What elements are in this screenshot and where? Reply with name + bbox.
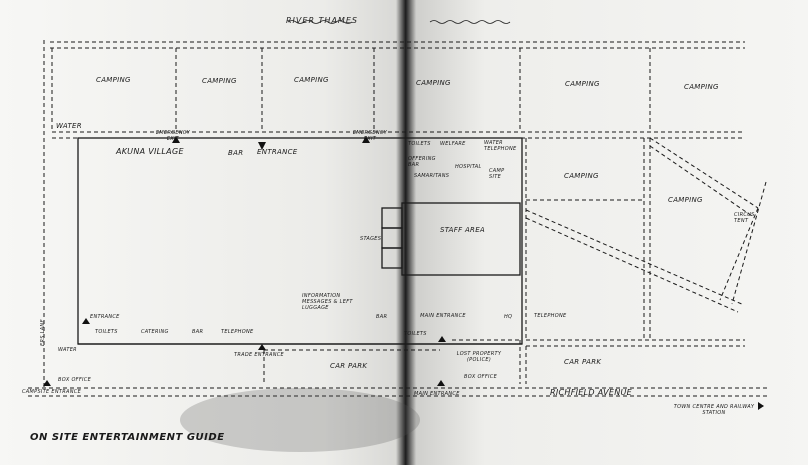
samaritans-label: SAMARITANS: [414, 173, 450, 179]
triangle-marker-icon: [438, 336, 446, 342]
camping-label: CAMPING: [565, 80, 600, 88]
catering-label: CATERING: [141, 329, 169, 335]
camp-site-label: CAMP SITE: [489, 168, 505, 180]
emergency-exit-label: EMERGENCY EXIT: [352, 130, 388, 142]
welfare-label: WELFARE: [440, 141, 466, 147]
bar-label: BAR: [192, 329, 204, 335]
staff-area-label: STAFF AREA: [440, 226, 486, 234]
triangle-marker-icon: [43, 380, 51, 386]
water-label: WATER: [56, 122, 82, 130]
akuna-village-label: AKUNA VILLAGE: [116, 147, 184, 156]
triangle-marker-icon: [82, 318, 90, 324]
telephone-label: TELEPHONE: [221, 329, 254, 335]
camping-label: CAMPING: [294, 76, 329, 84]
camping-label: CAMPING: [202, 77, 237, 85]
entrance-label: ENTRANCE: [257, 148, 298, 156]
lane-label: ERS LANE: [40, 319, 46, 346]
triangle-marker-icon: [362, 136, 370, 143]
box-office-label: BOX OFFICE: [58, 377, 92, 383]
water-label: WATER: [58, 347, 77, 353]
entrance-label: ENTRANCE: [90, 314, 120, 320]
camping-label: CAMPING: [684, 83, 719, 91]
triangle-marker-icon: [258, 142, 266, 150]
campsite-entrance-label: CAMPSITE ENTRANCE: [22, 389, 82, 395]
toilets-label: TOILETS: [408, 141, 431, 147]
triangle-marker-icon: [172, 136, 180, 143]
telephone-label: TELEPHONE: [534, 313, 567, 319]
main-entrance-label: MAIN ENTRANCE: [420, 313, 466, 319]
hq-label: HQ: [504, 314, 513, 320]
water-telephone-label: WATER TELEPHONE: [484, 140, 517, 152]
toilets-label: TOILETS: [404, 331, 427, 337]
offering-bar-label: OFFERING BAR: [408, 156, 436, 168]
box-office-label: BOX OFFICE: [464, 374, 498, 380]
main-entrance-road-label: MAIN ENTRANCE: [414, 391, 460, 397]
lost-property-label: LOST PROPERTY (POLICE): [456, 351, 502, 363]
bar-label: BAR: [228, 149, 244, 157]
emergency-exit-label: EMERGENCY EXIT: [155, 130, 191, 142]
bar-label: BAR: [376, 314, 388, 320]
car-park-label: CAR PARK: [330, 362, 368, 370]
trade-entrance-label: TRADE ENTRANCE: [234, 352, 284, 358]
car-park-label: CAR PARK: [564, 358, 602, 366]
camping-label: CAMPING: [668, 196, 703, 204]
information-label: INFORMATION MESSAGES & LEFT LUGGAGE: [302, 293, 353, 311]
triangle-marker-icon: [258, 344, 266, 350]
circus-tent-label: CIRCUS TENT: [734, 212, 755, 224]
camping-label: CAMPING: [564, 172, 599, 180]
river-label: RIVER THAMES: [286, 16, 358, 25]
guide-title: ON SITE ENTERTAINMENT GUIDE: [30, 432, 225, 443]
hospital-label: HOSPITAL: [455, 164, 482, 170]
staff-area-box: [401, 202, 521, 276]
road-name-label: RICHFIELD AVENUE: [550, 388, 632, 397]
road-marker-icon: [758, 402, 764, 410]
triangle-marker-icon: [437, 380, 445, 386]
toilets-label: TOILETS: [95, 329, 118, 335]
stages-label: STAGES: [360, 236, 382, 242]
town-centre-label: TOWN CENTRE AND RAILWAY STATION: [673, 404, 755, 416]
camping-label: CAMPING: [416, 79, 451, 87]
camping-label: CAMPING: [96, 76, 131, 84]
